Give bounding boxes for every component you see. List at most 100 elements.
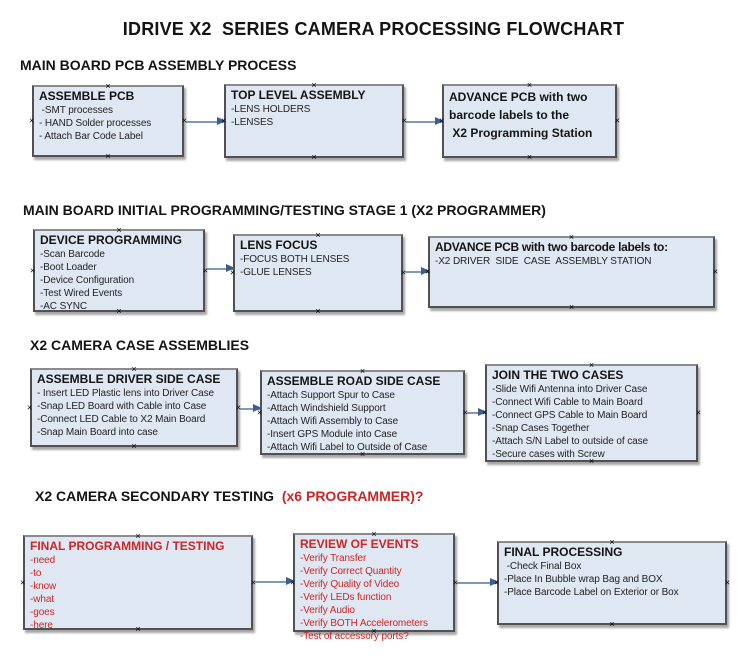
box-item: -Secure cases with Screw (492, 449, 605, 460)
page-title: IDRIVE X2 SERIES CAMERA PROCESSING FLOWC… (122, 19, 625, 39)
flow-arrow (406, 117, 444, 125)
box-title: TOP LEVEL ASSEMBLY (231, 88, 366, 102)
connection-handle-icon: × (588, 360, 595, 370)
flow-box-assemble-driver-side-case: ASSEMBLE DRIVER SIDE CASE - Insert LED P… (27, 364, 241, 451)
flow-arrow (405, 267, 430, 275)
box-item: -Slide Wifi Antenna into Driver Case (492, 384, 648, 395)
connection-handle-icon: × (315, 230, 321, 240)
box-title: FINAL PROGRAMMING / TESTING (30, 539, 225, 553)
connection-handle-icon: × (311, 80, 317, 90)
box-item: -SMT processes (39, 105, 113, 116)
box-item: -here (30, 620, 53, 631)
box-title: JOIN THE TWO CASES (492, 368, 624, 382)
connection-handle-icon: × (250, 577, 256, 587)
section-heading-text: MAIN BOARD INITIAL PROGRAMMING/TESTING S… (23, 202, 546, 218)
connection-handle-icon: × (494, 577, 500, 588)
section-heading-pcb-assembly: MAIN BOARD PCB ASSEMBLY PROCESS (20, 57, 296, 73)
connection-handle-icon: × (400, 267, 406, 278)
box-title: ADVANCE PCB with two (449, 90, 588, 104)
connection-handle-icon: × (695, 407, 701, 418)
flow-box-final-processing: FINAL PROCESSING -Check Final Box -Place… (494, 538, 730, 629)
box-item: - HAND Solder processes (39, 118, 152, 129)
connection-handle-icon: × (116, 225, 122, 235)
box-item: -what (30, 594, 54, 605)
flow-arrow (207, 264, 235, 272)
connection-handle-icon: × (371, 529, 377, 539)
connection-handle-icon: × (221, 115, 227, 126)
box-item: -Insert GPS Module into Case (267, 429, 398, 440)
box-title: FINAL PROCESSING (504, 545, 623, 559)
connection-handle-icon: × (29, 115, 35, 126)
box-title: ASSEMBLE PCB (39, 89, 135, 103)
box-item: -LENSES (231, 117, 274, 128)
flow-arrow (457, 578, 499, 586)
box-item: -Attach Wifi Label to Outside of Case (267, 442, 428, 453)
connection-handle-icon: × (30, 265, 36, 275)
flow-arrow (186, 117, 226, 125)
connection-handle-icon: × (359, 366, 366, 376)
box-item: -Verify Correct Quantity (300, 566, 402, 577)
connection-handle-icon: × (181, 115, 187, 126)
box-item: -Attach Support Spur to Case (267, 390, 395, 401)
connection-handle-icon: × (315, 306, 321, 316)
connection-handle-icon: × (131, 441, 137, 451)
connection-handle-icon: × (452, 577, 458, 587)
connection-handle-icon: × (257, 407, 263, 417)
box-item: -Attach Wifi Assembly to Case (267, 416, 399, 427)
section-heading-case-assemblies: X2 CAMERA CASE ASSEMBLIES (30, 337, 249, 353)
box-item: -Attach Windshield Support (267, 403, 386, 414)
box-item: -LENS HOLDERS (231, 104, 311, 115)
connection-handle-icon: × (135, 531, 141, 541)
flow-box-join-the-two-cases: JOIN THE TWO CASES -Slide Wifi Antenna i… (482, 360, 701, 466)
connection-handle-icon: × (724, 577, 730, 588)
flow-box-final-programming-testing: FINAL PROGRAMMING / TESTING -need -to -k… (20, 531, 256, 634)
box-item: -X2 DRIVER SIDE CASE ASSEMBLY STATION (435, 256, 652, 267)
connection-handle-icon: × (425, 266, 431, 277)
connection-handle-icon: × (401, 115, 407, 126)
flow-arrow (467, 408, 487, 416)
section-heading-text: X2 CAMERA CASE ASSEMBLIES (30, 337, 250, 353)
box-item: -Snap Cases Together (492, 423, 590, 434)
box-title: LENS FOCUS (240, 238, 318, 252)
box-item: -Attach S/N Label to outside of case (492, 436, 648, 447)
connection-handle-icon: × (588, 456, 595, 466)
box-item: -FOCUS BOTH LENSES (240, 254, 350, 265)
box-item: -Verify BOTH Accelerometers (300, 618, 428, 629)
connection-handle-icon: × (462, 407, 468, 417)
connection-handle-icon: × (311, 152, 317, 162)
connection-handle-icon: × (614, 115, 620, 126)
flow-box-advance-pcb-driver-side-station: ADVANCE PCB with two barcode labels to: … (425, 233, 718, 312)
box-item: - Insert LED Plastic lens into Driver Ca… (37, 388, 214, 399)
box-title: REVIEW OF EVENTS (300, 537, 419, 551)
box-item: -to (30, 568, 42, 579)
box-item: -Place Barcode Label on Exterior or Box (504, 587, 679, 598)
box-item: -Test of accessory ports? (300, 631, 409, 642)
connection-handle-icon: × (105, 151, 111, 161)
box-item: -Test Wired Events (40, 288, 123, 299)
section-heading-text: MAIN BOARD PCB ASSEMBLY PROCESS (20, 57, 297, 73)
connection-handle-icon: × (568, 302, 575, 312)
connection-handle-icon: × (230, 267, 236, 278)
connection-handle-icon: × (712, 266, 718, 277)
flow-box-assemble-road-side-case: ASSEMBLE ROAD SIDE CASE -Attach Support … (257, 366, 468, 459)
connection-handle-icon: × (105, 81, 111, 91)
flow-box-top-level-assembly: TOP LEVEL ASSEMBLY -LENS HOLDERS -LENSES… (221, 80, 407, 162)
box-item: -goes (30, 607, 55, 618)
connection-handle-icon: × (20, 577, 26, 587)
flow-box-review-of-events: REVIEW OF EVENTS -Verify Transfer -Verif… (290, 529, 458, 643)
flow-arrow (255, 577, 295, 585)
section-heading-secondary-testing: X2 CAMERA SECONDARY TESTING (x6 PROGRAMM… (35, 488, 423, 504)
connection-handle-icon: × (27, 402, 33, 412)
box-item: -Verify LEDs function (300, 592, 392, 603)
connection-handle-icon: × (135, 624, 141, 634)
box-item: -Connect Wifi Cable to Main Board (492, 397, 643, 408)
box-item: -Check Final Box (504, 561, 582, 572)
box-item: -know (30, 581, 57, 592)
box-item: -need (30, 555, 56, 566)
flow-box-assemble-pcb: ASSEMBLE PCB -SMT processes - HAND Solde… (29, 81, 187, 161)
box-item: -Verify Audio (300, 605, 355, 616)
box-item: -Connect GPS Cable to Main Board (492, 410, 648, 421)
connection-handle-icon: × (131, 364, 137, 374)
box-item: -Verify Quality of Video (300, 579, 400, 590)
